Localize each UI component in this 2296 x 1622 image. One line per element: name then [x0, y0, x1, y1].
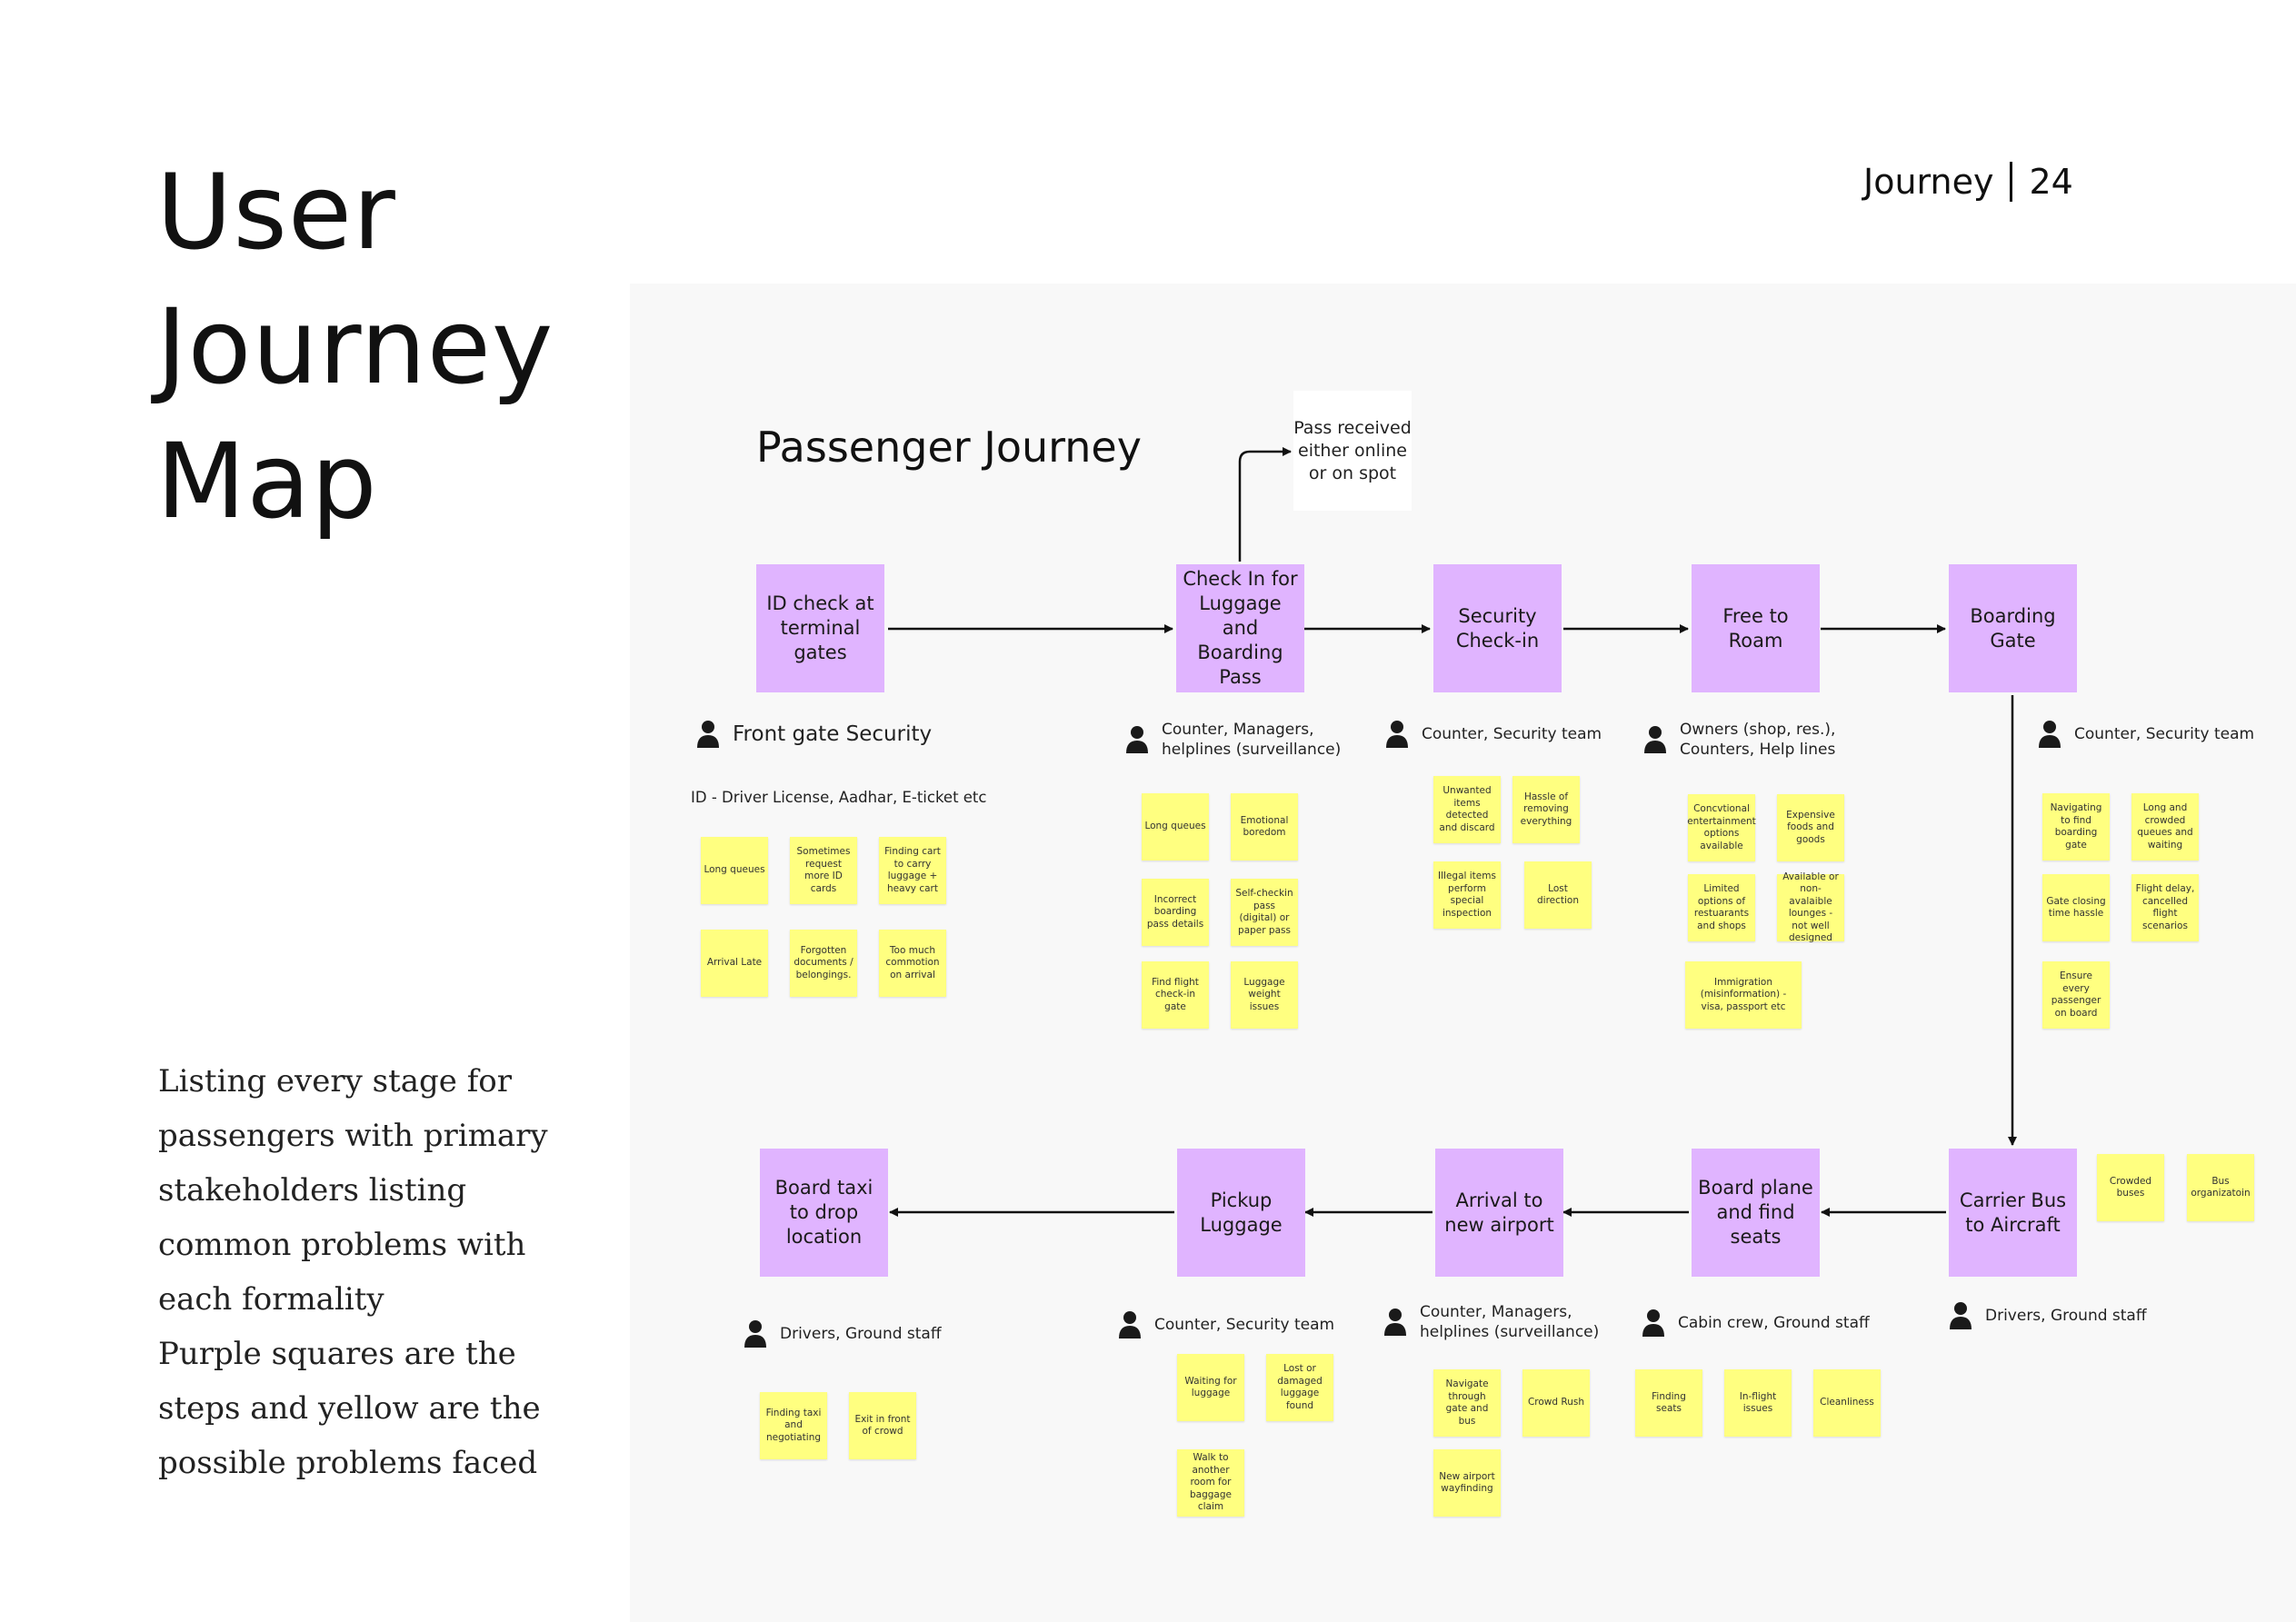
- stakeholder: Drivers, Ground staff: [1949, 1301, 2147, 1330]
- stakeholder: Counter, Security team: [2038, 720, 2254, 749]
- title-line: Map: [156, 421, 378, 542]
- stakeholder: Cabin crew, Ground staff: [1642, 1309, 1870, 1338]
- step-free-to-roam: Free to Roam: [1692, 564, 1820, 692]
- problem-note: Forgotten documents / belongings.: [790, 930, 857, 997]
- id-documents-text: ID - Driver License, Aadhar, E-ticket et…: [691, 789, 987, 806]
- person-icon: [744, 1320, 766, 1348]
- arrow-checkin-to-pass: [1238, 447, 1292, 562]
- problem-note: Navigating to find boarding gate: [2042, 793, 2110, 861]
- problem-note: New airport wayfinding: [1433, 1449, 1501, 1517]
- problem-note: In-flight issues: [1724, 1369, 1792, 1437]
- description-line: each formality: [158, 1281, 384, 1318]
- problem-note: Too much commotion on arrival: [879, 930, 946, 997]
- description: Listing every stage for passengers with …: [158, 1054, 585, 1490]
- stakeholder: Counter, Security team: [1385, 720, 1602, 749]
- pass-note: Pass received either online or on spot: [1293, 391, 1412, 511]
- problem-note: Finding seats: [1635, 1369, 1702, 1437]
- stakeholder: Counter, Managers, helplines (surveillan…: [1125, 720, 1343, 760]
- problem-note: Exit in front of crowd: [849, 1392, 916, 1459]
- person-icon: [1644, 726, 1666, 753]
- person-icon: [697, 721, 719, 748]
- title-line: User: [156, 152, 396, 273]
- problem-note: Expensive foods and goods: [1777, 794, 1844, 861]
- stakeholder: Counter, Managers, helplines (surveillan…: [1383, 1302, 1602, 1342]
- step-board-taxi: Board taxi to drop location: [760, 1149, 888, 1277]
- problem-note: Crowd Rush: [1522, 1369, 1590, 1437]
- person-icon: [1384, 1309, 1406, 1336]
- problem-note: Gate closing time hassle: [2042, 874, 2110, 941]
- problem-note: Flight delay, cancelled flight scenarios: [2131, 874, 2199, 941]
- problem-note: Lost direction: [1524, 861, 1592, 929]
- description-line: Listing every stage for: [158, 1063, 513, 1100]
- problem-note: Concvtional entertainment options availa…: [1687, 794, 1756, 861]
- problem-note: Waiting for luggage: [1177, 1354, 1244, 1421]
- page-title: User Journey Map: [156, 145, 554, 549]
- person-icon: [1642, 1309, 1664, 1337]
- problem-note: Emotional boredom: [1231, 793, 1298, 861]
- problem-note: Long queues: [1142, 793, 1209, 861]
- title-line: Journey: [156, 286, 554, 407]
- description-line: steps and yellow are the: [158, 1390, 541, 1427]
- problem-note: Luggage weight issues: [1231, 961, 1298, 1029]
- description-line: Purple squares are the: [158, 1336, 516, 1372]
- problem-note: Incorrect boarding pass details: [1142, 879, 1209, 946]
- problem-note: Arrival Late: [701, 930, 768, 997]
- problem-note: Long queues: [701, 837, 768, 904]
- problem-note: Walk to another room for baggage claim: [1177, 1449, 1244, 1517]
- problem-note: Immigration (misinformation) - visa, pas…: [1685, 961, 1802, 1029]
- step-id-check: ID check at terminal gates: [756, 564, 884, 692]
- problem-note: Limited options of restuarants and shops: [1688, 874, 1755, 941]
- problem-note: Illegal items perform special inspection: [1433, 861, 1501, 929]
- problem-note: Navigate through gate and bus: [1433, 1369, 1501, 1437]
- stakeholder: Front gate Security: [696, 720, 932, 749]
- description-line: stakeholders listing: [158, 1172, 467, 1209]
- description-line: possible problems faced: [158, 1445, 538, 1481]
- step-pickup-luggage: Pickup Luggage: [1177, 1149, 1305, 1277]
- page-number: 24: [2029, 162, 2073, 202]
- board-heading: Passenger Journey: [756, 423, 1142, 472]
- header-divider: [2010, 162, 2013, 202]
- problem-note: Bus organizatoin: [2187, 1154, 2254, 1221]
- problem-note: Finding taxi and negotiating: [760, 1392, 827, 1459]
- step-arrival: Arrival to new airport: [1435, 1149, 1563, 1277]
- problem-note: Sometimes request more ID cards: [790, 837, 857, 904]
- person-icon: [1950, 1302, 1972, 1329]
- problem-note: Available or non-avalaible lounges - not…: [1777, 871, 1844, 943]
- person-icon: [1386, 721, 1408, 748]
- problem-note: Self-checkin pass (digital) or paper pas…: [1231, 879, 1298, 946]
- problem-note: Cleanliness: [1813, 1369, 1881, 1437]
- step-board-plane: Board plane and find seats: [1692, 1149, 1820, 1277]
- person-icon: [1126, 726, 1148, 753]
- problem-note: Lost or damaged luggage found: [1266, 1354, 1333, 1421]
- person-icon: [1119, 1311, 1141, 1338]
- problem-note: Crowded buses: [2097, 1154, 2164, 1221]
- stakeholder: Counter, Security team: [1118, 1310, 1334, 1339]
- problem-note: Unwanted items detected and discard: [1433, 776, 1501, 843]
- description-line: passengers with primary: [158, 1118, 548, 1154]
- page-header: Journey 24: [1863, 162, 2073, 202]
- problem-note: Finding cart to carry luggage + heavy ca…: [879, 837, 946, 904]
- step-security: Security Check-in: [1433, 564, 1562, 692]
- description-line: common problems with: [158, 1227, 526, 1263]
- stakeholder: Drivers, Ground staff: [744, 1319, 942, 1348]
- step-carrier-bus: Carrier Bus to Aircraft: [1949, 1149, 2077, 1277]
- problem-note: Long and crowded queues and waiting: [2131, 793, 2199, 861]
- person-icon: [2039, 721, 2061, 748]
- section-name: Journey: [1863, 162, 1994, 202]
- problem-note: Ensure every passenger on board: [2042, 961, 2110, 1029]
- problem-note: Find flight check-in gate: [1142, 961, 1209, 1029]
- problem-note: Hassle of removing everything: [1512, 776, 1580, 843]
- stakeholder: Owners (shop, res.), Counters, Help line…: [1643, 720, 1843, 760]
- step-check-in: Check In for Luggage and Boarding Pass: [1176, 564, 1304, 692]
- step-boarding-gate: Boarding Gate: [1949, 564, 2077, 692]
